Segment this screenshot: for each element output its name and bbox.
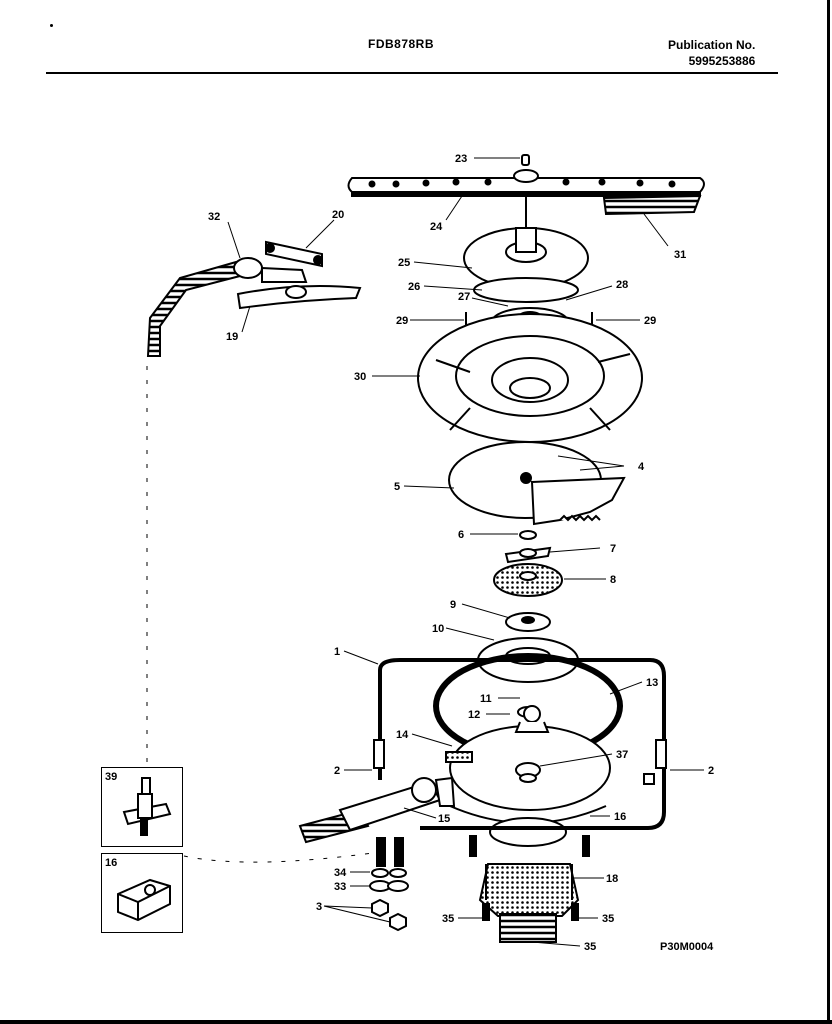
part-39-drawing: 39 [105, 771, 172, 836]
dispenser-arm [146, 240, 362, 357]
callout: 33 [334, 881, 346, 893]
cam-gear [448, 441, 626, 526]
page-edge-right [827, 0, 830, 1024]
callout: 13 [646, 677, 658, 689]
callout: 37 [616, 749, 628, 761]
callout: 26 [408, 281, 420, 293]
publication-block: Publication No. 5995253886 [668, 37, 755, 69]
callout-labels: 23 24 31 25 26 27 28 29 29 30 4 5 6 7 8 … [208, 153, 714, 953]
screws [469, 835, 590, 921]
callout: 6 [458, 529, 464, 541]
inset-callout: 16 [105, 857, 117, 869]
part-16-drawing: 16 [105, 857, 171, 922]
leader-lines [227, 157, 704, 947]
pump-housing [417, 313, 643, 443]
callout: 35 [602, 913, 614, 925]
callout: 9 [450, 599, 456, 611]
callout: 35 [584, 941, 596, 953]
diagram-code: P30M0004 [660, 941, 714, 953]
callout: 16 [614, 811, 626, 823]
callout: 29 [396, 315, 408, 327]
seal-stack [493, 530, 563, 632]
callout: 19 [226, 331, 238, 343]
callout: 15 [438, 813, 450, 825]
callout: 20 [332, 209, 344, 221]
inset-part-16: 16 [101, 853, 183, 933]
motor [478, 817, 580, 943]
callout: 35 [442, 913, 454, 925]
callout: 2 [708, 765, 714, 777]
callout: 4 [638, 461, 645, 473]
publication-label: Publication No. [668, 38, 756, 52]
spray-arm [347, 154, 705, 216]
callout: 8 [610, 574, 616, 586]
callout: 5 [394, 481, 400, 493]
model-number: FDB878RB [368, 37, 435, 51]
inlet-hose [298, 776, 456, 844]
callout: 1 [334, 646, 340, 658]
callout: 25 [398, 257, 410, 269]
heater-element [373, 658, 667, 830]
callout: 2 [334, 765, 340, 777]
inset-callout: 39 [105, 771, 117, 783]
terminals [369, 837, 409, 932]
callout: 28 [616, 279, 628, 291]
callout: 31 [674, 249, 686, 261]
callout: 32 [208, 211, 220, 223]
callout: 29 [644, 315, 656, 327]
sump-assembly [433, 637, 623, 824]
header-rule [46, 72, 778, 74]
inset-part-39: 39 [101, 767, 183, 847]
callout: 34 [334, 867, 347, 879]
callout: 3 [316, 901, 322, 913]
callout: 12 [468, 709, 480, 721]
callout: 14 [396, 729, 409, 741]
callout: 7 [610, 543, 616, 555]
callout: 11 [480, 693, 492, 705]
callout: 18 [606, 873, 618, 885]
callout: 10 [432, 623, 444, 635]
corner-mark [50, 24, 53, 27]
guide-lines [146, 366, 381, 863]
page-edge-bottom [0, 1020, 832, 1024]
publication-number: 5995253886 [688, 54, 756, 68]
callout: 24 [430, 221, 443, 233]
callout: 23 [455, 153, 467, 165]
callout: 27 [458, 291, 470, 303]
callout: 30 [354, 371, 366, 383]
